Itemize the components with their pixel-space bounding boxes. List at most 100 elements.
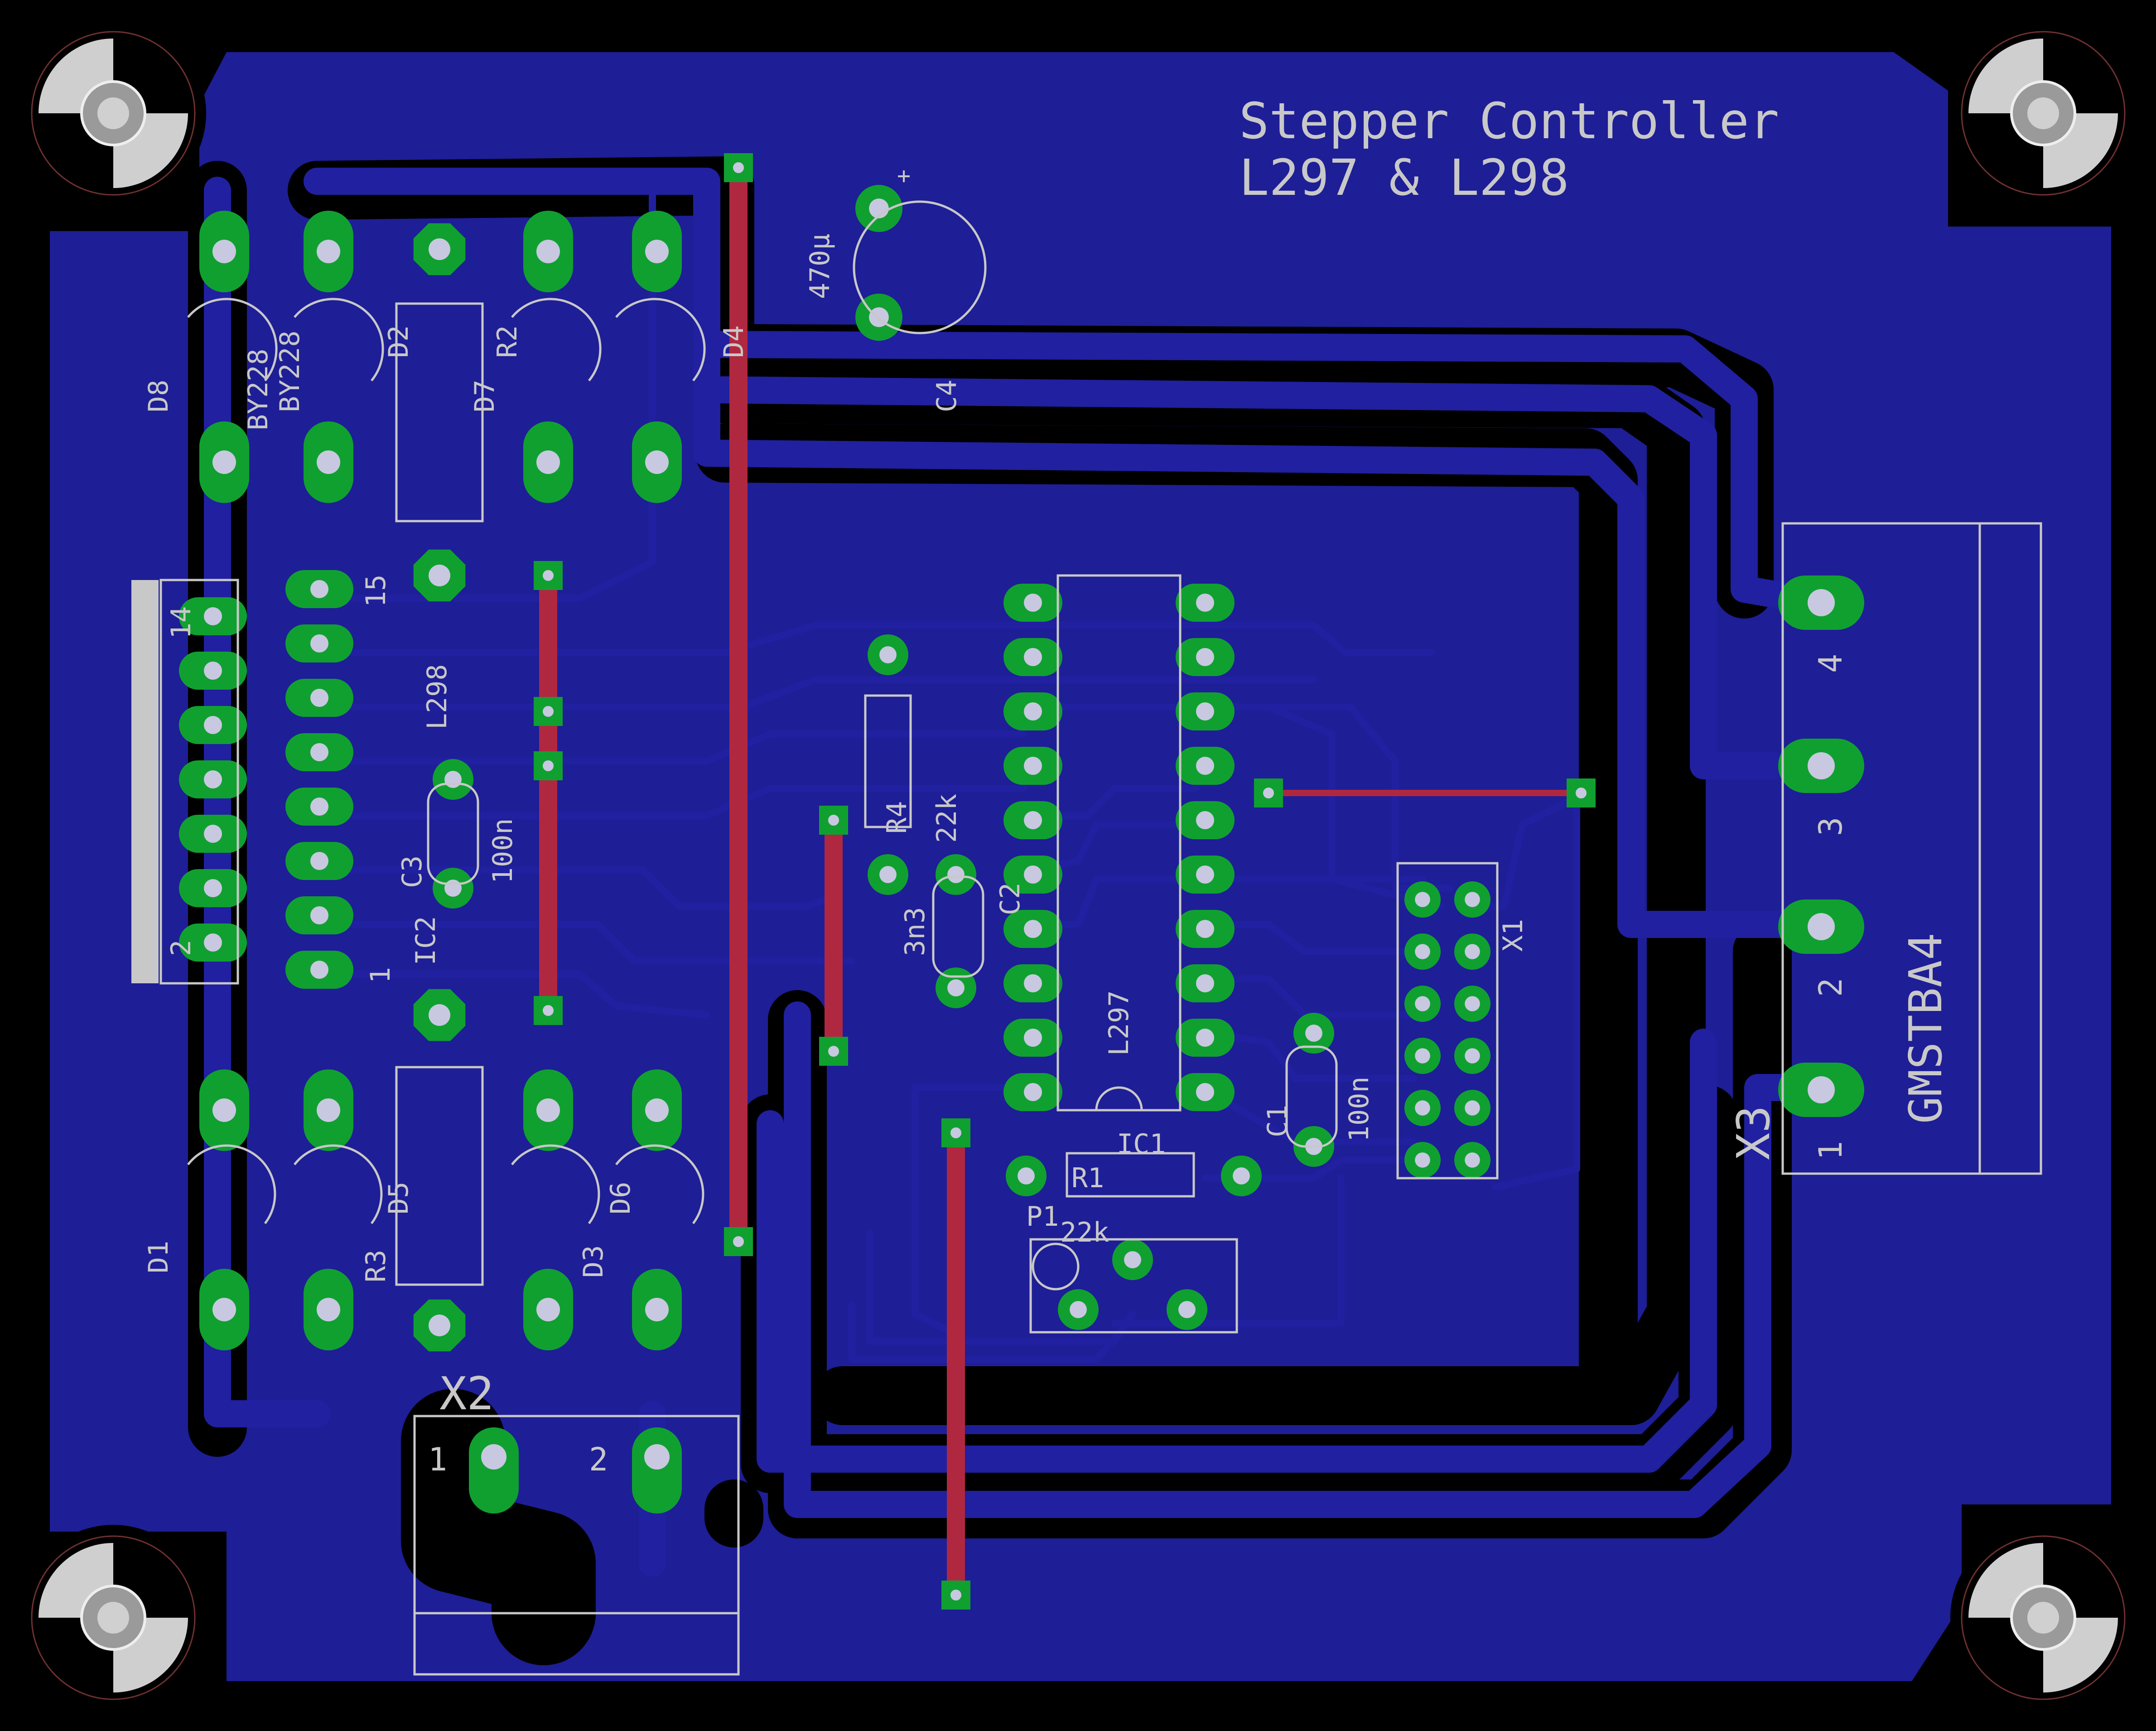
l298-pin-front-0 — [285, 570, 353, 608]
diode-pad-top-1 — [304, 211, 353, 292]
diode-pad-bottom-0 — [199, 421, 249, 503]
label-r2: R2 — [492, 325, 523, 358]
label-c4: C4 — [931, 380, 963, 412]
diode-pad-bottom2-3 — [632, 1269, 682, 1350]
r1-pad-left — [1006, 1156, 1047, 1196]
c1-pad-top — [1293, 1013, 1334, 1054]
diode-pad-top2-2 — [523, 1069, 573, 1151]
x1-pin-right-3 — [1454, 1038, 1490, 1074]
via-1 — [724, 1227, 753, 1256]
l298-pin-front-1 — [285, 624, 353, 662]
l297-pin-left-7 — [1003, 964, 1062, 1002]
l297-pin-right-1 — [1176, 638, 1235, 676]
label-d4: D4 — [718, 325, 750, 358]
label-c4-plus: + — [897, 163, 911, 189]
r4-pad-top — [868, 634, 908, 675]
p1-pad-2 — [1058, 1289, 1099, 1330]
via-5 — [534, 996, 563, 1025]
top-tracks — [539, 168, 1581, 1595]
x1-pin-right-1 — [1454, 933, 1490, 970]
resistor-pad-r2-top — [413, 223, 466, 276]
x2-pad-2 — [632, 1427, 682, 1513]
diode-pad-bottom-1 — [304, 421, 353, 503]
diode-pad-top-0 — [199, 211, 249, 292]
label-pin2: 2 — [165, 940, 197, 956]
l297-pin-left-1 — [1003, 638, 1062, 676]
c4-pad-plus — [855, 185, 902, 232]
diode-pad-bottom2-1 — [304, 1269, 353, 1350]
label-x3-pin3: 3 — [1812, 817, 1849, 836]
label-d7: D7 — [469, 380, 501, 412]
silkscreen-text: Stepper Controller L297 & L298 D8 BY228 … — [143, 92, 1952, 1478]
l297-pin-right-6 — [1176, 910, 1235, 948]
pads — [179, 153, 1864, 1610]
l298-pin-back-1 — [179, 652, 247, 690]
label-x2-pin2: 2 — [589, 1441, 608, 1478]
resistor-pad-r3-bottom — [413, 1299, 466, 1352]
x3-pad-1 — [1778, 1063, 1864, 1117]
c3-pad-top — [433, 759, 473, 800]
label-by228-a: BY228 — [242, 348, 274, 430]
label-x3-pin4: 4 — [1812, 654, 1849, 673]
c3-pad-bottom — [433, 868, 473, 909]
label-c1: C1 — [1262, 1105, 1293, 1137]
label-x3-pin1: 1 — [1812, 1141, 1849, 1160]
l297-pin-right-2 — [1176, 692, 1235, 730]
title-line-1: Stepper Controller — [1239, 92, 1779, 150]
l298-pin-back-3 — [179, 760, 247, 798]
resistor-pad-r2-bottom — [413, 549, 466, 602]
label-c2: C2 — [994, 883, 1026, 915]
l298-pin-front-7 — [285, 951, 353, 989]
label-ic1: IC1 — [1117, 1128, 1166, 1160]
l297-pin-left-0 — [1003, 584, 1062, 622]
l298-pin-back-5 — [179, 869, 247, 907]
label-d2: D2 — [383, 325, 415, 358]
mounting-hole-1 — [1961, 31, 2126, 196]
diode-pad-bottom2-2 — [523, 1269, 573, 1350]
mounting-hole-2 — [31, 1535, 196, 1700]
l297-pin-left-5 — [1003, 856, 1062, 894]
label-c1-value: 100n — [1343, 1077, 1375, 1142]
label-d8: D8 — [143, 380, 174, 412]
label-d1: D1 — [143, 1241, 174, 1273]
label-x1: X1 — [1497, 919, 1529, 952]
mounting-holes — [31, 31, 2126, 1700]
diode-pad-top2-0 — [199, 1069, 249, 1151]
l297-pin-left-3 — [1003, 747, 1062, 785]
label-pin1: 1 — [365, 967, 396, 983]
via-11 — [1567, 778, 1596, 807]
label-pin15: 15 — [360, 575, 392, 607]
x3-pad-3 — [1778, 739, 1864, 793]
x3-pad-4 — [1778, 575, 1864, 630]
diode-pad-bottom2-0 — [199, 1269, 249, 1350]
via-10 — [1254, 778, 1283, 807]
l297-pin-left-8 — [1003, 1019, 1062, 1057]
via-6 — [819, 806, 848, 835]
x1-pin-left-4 — [1404, 1090, 1441, 1126]
diode-pad-bottom-3 — [632, 421, 682, 503]
label-d5: D5 — [383, 1182, 415, 1214]
label-c3: C3 — [396, 856, 428, 888]
label-r4-value: 22k — [931, 794, 963, 843]
x2-pad-1 — [469, 1427, 519, 1513]
label-c2-value: 3n3 — [899, 907, 931, 956]
label-c4-value: 470µ — [804, 234, 836, 300]
title-line-2: L297 & L298 — [1239, 149, 1569, 207]
x1-pin-right-0 — [1454, 881, 1490, 918]
mounting-hole-3 — [1961, 1535, 2126, 1700]
diode-pad-top-2 — [523, 211, 573, 292]
label-c3-value: 100n — [487, 818, 519, 884]
resistor-pad-r3-top — [413, 989, 466, 1041]
x1-pin-left-0 — [1404, 881, 1441, 918]
label-ic2: IC2 — [410, 916, 442, 965]
label-pin14: 14 — [165, 606, 197, 639]
l297-pin-right-5 — [1176, 856, 1235, 894]
label-p1: P1 — [1026, 1201, 1059, 1233]
via-3 — [534, 697, 563, 726]
x1-pin-right-2 — [1454, 986, 1490, 1022]
l298-pin-back-6 — [179, 924, 247, 962]
label-r4: R4 — [881, 801, 913, 834]
via-9 — [941, 1581, 970, 1610]
label-d3: D3 — [578, 1245, 609, 1278]
